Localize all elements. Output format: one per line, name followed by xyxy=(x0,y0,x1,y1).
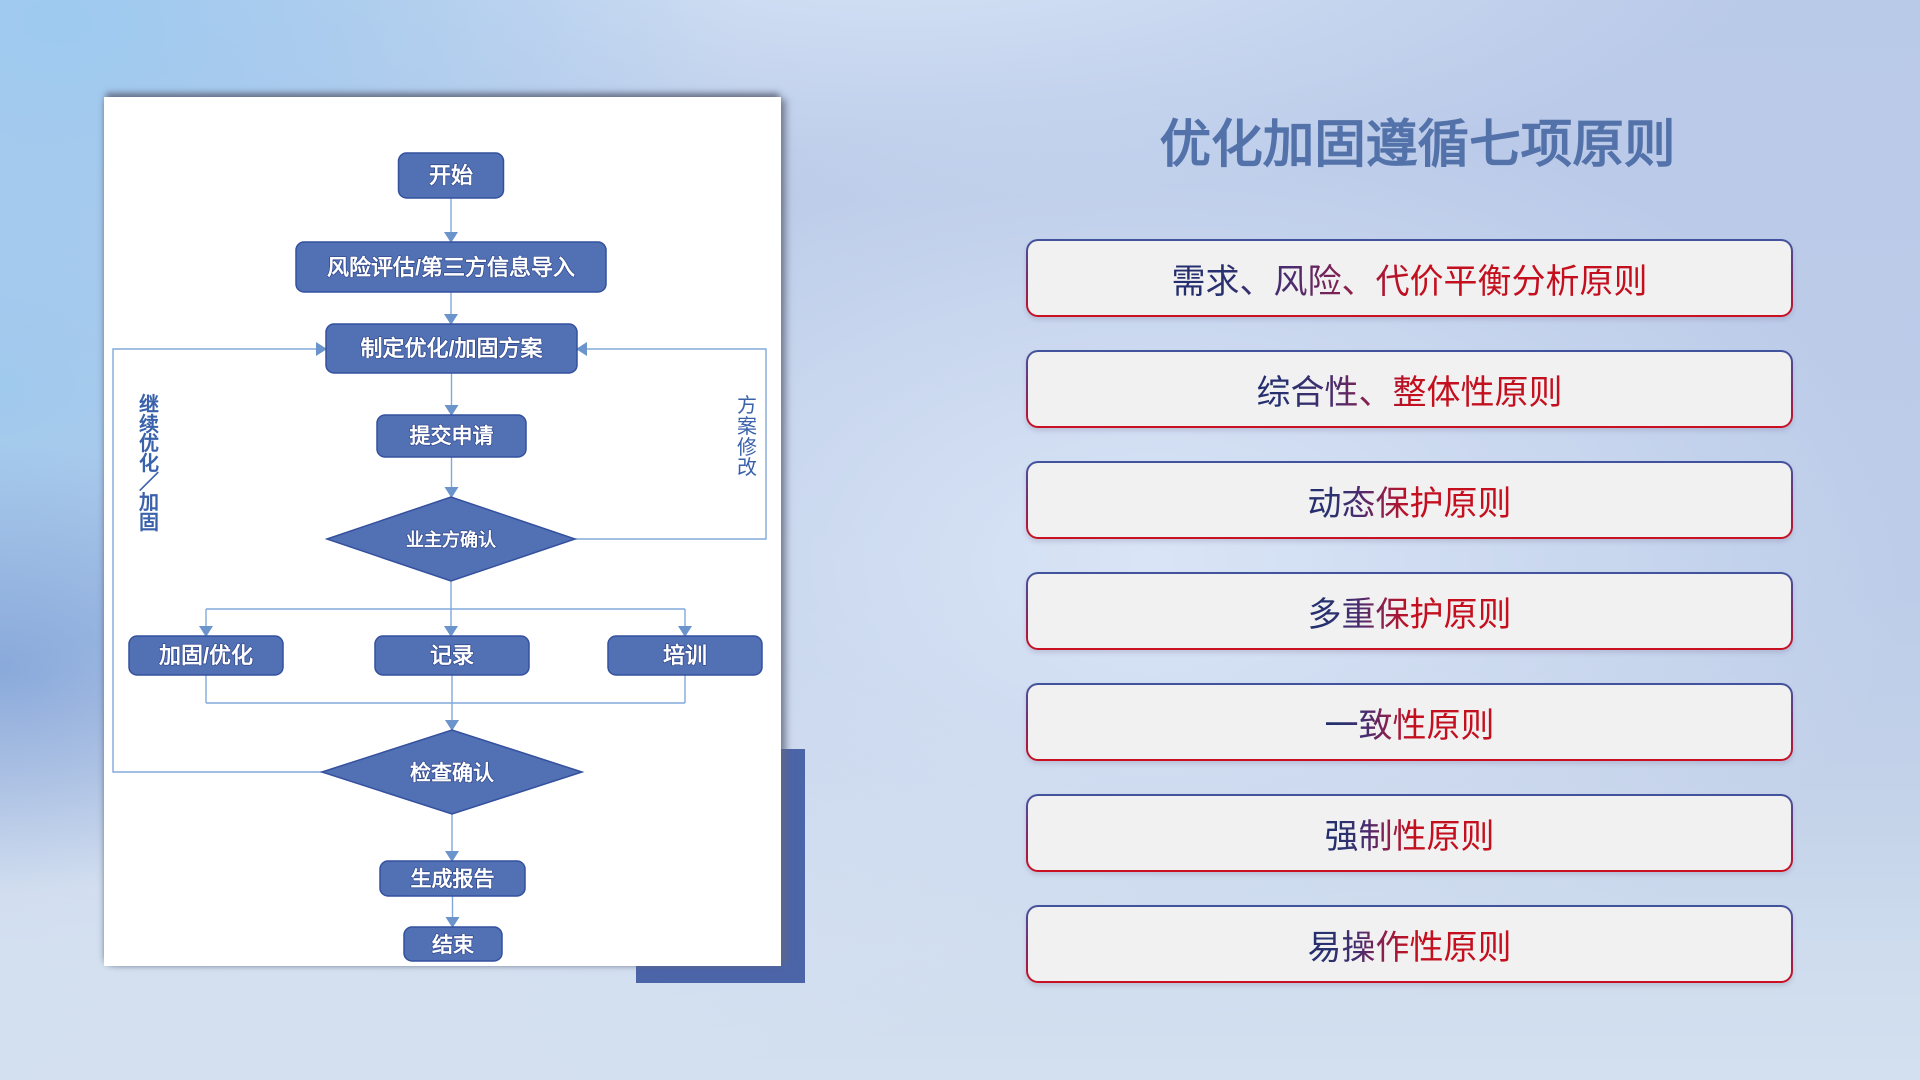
svg-text:培训: 培训 xyxy=(663,643,707,668)
svg-text:提交申请: 提交申请 xyxy=(410,424,494,448)
svg-text:生成报告: 生成报告 xyxy=(411,867,495,891)
svg-text:制定优化/加固方案: 制定优化/加固方案 xyxy=(360,336,543,361)
svg-text:开始: 开始 xyxy=(429,163,473,188)
svg-text:记录: 记录 xyxy=(430,643,474,668)
svg-text:检查确认: 检查确认 xyxy=(410,761,494,785)
svg-text:结束: 结束 xyxy=(432,933,475,957)
svg-text:风险评估/第三方信息导入: 风险评估/第三方信息导入 xyxy=(327,255,575,280)
svg-text:加固/优化: 加固/优化 xyxy=(158,643,253,668)
svg-text:业主方确认: 业主方确认 xyxy=(406,529,497,550)
